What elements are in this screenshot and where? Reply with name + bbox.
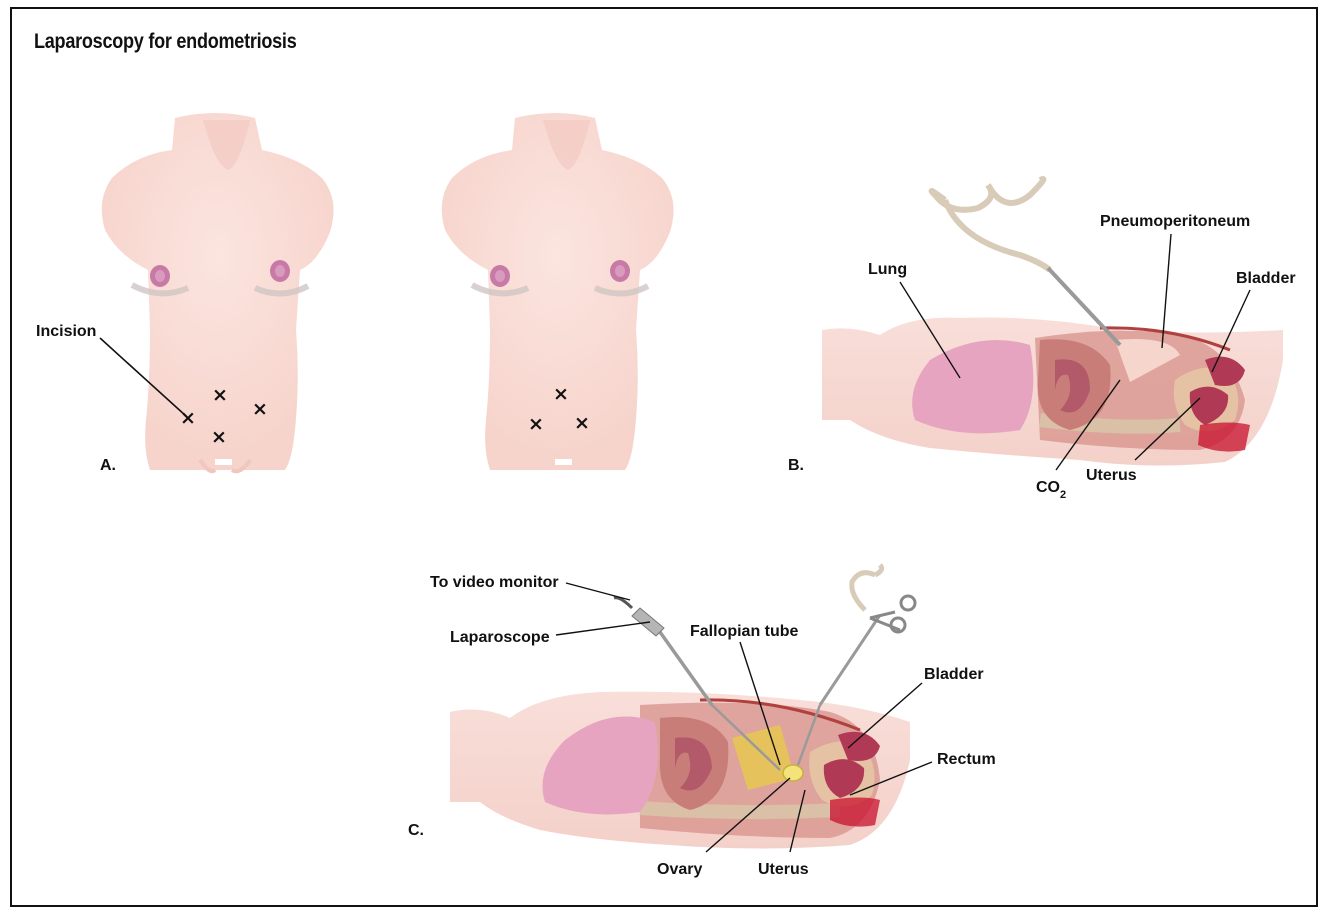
- incision-label: Incision: [36, 323, 96, 340]
- panel-b-letter: B.: [788, 457, 804, 474]
- laparoscope-label: Laparoscope: [450, 629, 550, 646]
- panel-c-letter: C.: [408, 822, 424, 839]
- uterus-label-b: Uterus: [1086, 467, 1137, 484]
- incision-mark: ×: [528, 413, 544, 435]
- incision-mark: ×: [212, 384, 228, 406]
- bladder-label-b: Bladder: [1236, 270, 1296, 287]
- incision-mark: ×: [180, 407, 196, 429]
- bladder-label-c: Bladder: [924, 666, 984, 683]
- fallopian-tube-label: Fallopian tube: [690, 623, 799, 640]
- side-view-c: [450, 565, 915, 849]
- uterus-label-c: Uterus: [758, 861, 809, 878]
- lung-label: Lung: [868, 261, 907, 278]
- incision-mark: ×: [211, 426, 227, 448]
- pneumoperitoneum-label: Pneumoperitoneum: [1100, 213, 1250, 230]
- incision-mark: ×: [553, 383, 569, 405]
- ovary-c: [783, 765, 803, 781]
- forceps-shaft: [820, 615, 880, 705]
- forceps-handle-ring: [901, 596, 915, 610]
- torso-a-right: [442, 113, 674, 470]
- co2-label: CO2: [1036, 479, 1066, 501]
- torso-a-left: [102, 113, 334, 471]
- video-monitor-label: To video monitor: [430, 574, 559, 591]
- incision-mark: ×: [574, 412, 590, 434]
- incision-mark: ×: [252, 398, 268, 420]
- ovary-label: Ovary: [657, 861, 702, 878]
- rectum-label: Rectum: [937, 751, 996, 768]
- panel-a-letter: A.: [100, 457, 116, 474]
